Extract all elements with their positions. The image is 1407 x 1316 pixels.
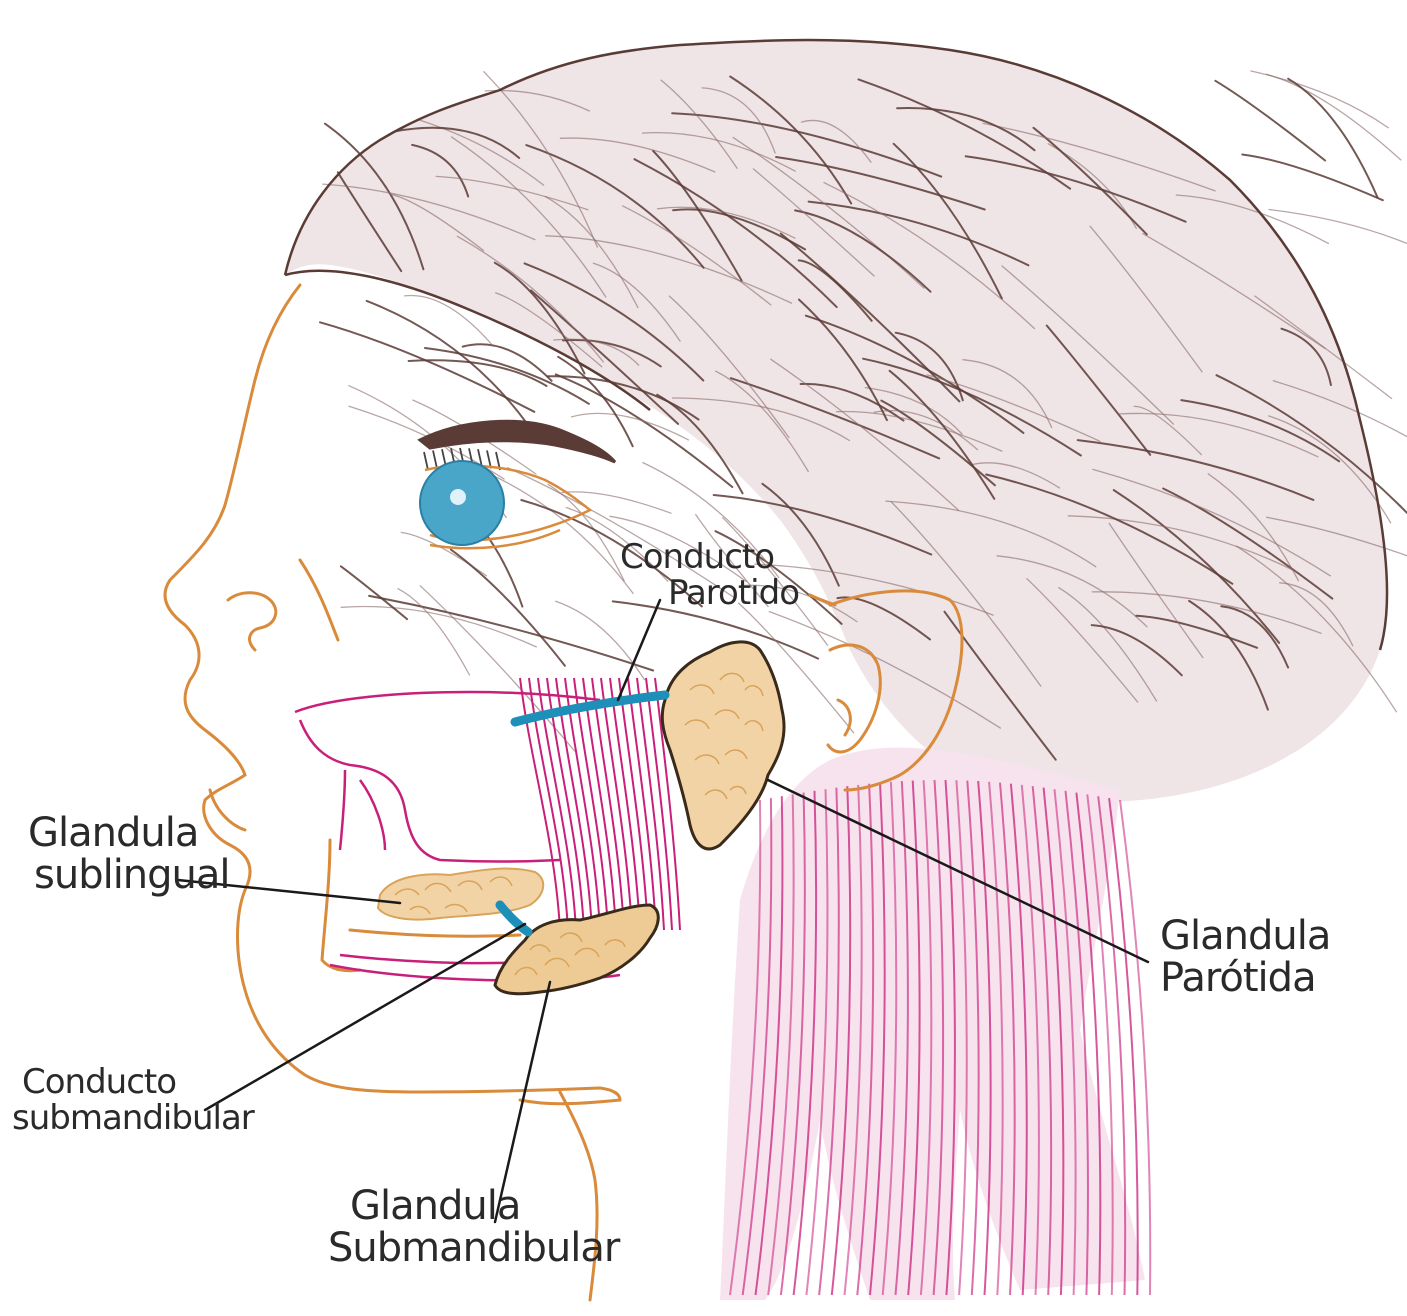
hair-strand [451, 550, 565, 666]
hair-strand [369, 596, 653, 671]
masseter-fiber [565, 678, 600, 930]
hair-strand [398, 589, 470, 675]
palate [300, 720, 560, 862]
label-glandula-parotida: Glandula Parótida [1160, 915, 1330, 999]
label-glandula-submandibular: Glandula Submandibular [340, 1185, 619, 1269]
label-glandula-submandibular-line2: Submandibular [328, 1227, 619, 1269]
tongue-front [340, 770, 345, 850]
neck-muscles [720, 748, 1150, 1300]
label-glandula-parotida-line2: Parótida [1160, 957, 1330, 999]
eyebrow [420, 421, 615, 462]
hair-mass [285, 40, 1387, 802]
nostril [228, 593, 276, 650]
mandible-inner [350, 930, 520, 936]
hair-strand [1266, 74, 1400, 160]
sublingual-gland-body [378, 869, 543, 920]
eyelash [433, 450, 437, 468]
sublingual-gland [378, 869, 543, 920]
label-conducto-submandibular: Conducto submandibular [22, 1065, 254, 1136]
parotid-gland-body [662, 642, 784, 849]
hair-strand [1242, 155, 1383, 201]
hair-strand [341, 566, 407, 619]
parotid-gland [662, 642, 784, 849]
label-glandula-sublingual: Glandula sublingual [28, 812, 230, 896]
profile-line [165, 285, 420, 1092]
label-glandula-parotida-line1: Glandula [1160, 915, 1330, 957]
lower-teeth-line [322, 840, 360, 971]
label-conducto-parotideo-line1: Conducto [620, 540, 799, 576]
submandibular-gland [495, 905, 658, 994]
tongue-fold [360, 780, 385, 850]
label-conducto-parotideo: Conducto Parotido [620, 540, 799, 611]
hair [285, 40, 1407, 802]
masseter-fiber [574, 678, 608, 930]
eye [420, 421, 615, 548]
cheek-line [300, 560, 338, 640]
label-conducto-submandibular-line2: submandibular [12, 1101, 254, 1137]
ear-lobe [838, 700, 850, 735]
label-glandula-sublingual-line2: sublingual [34, 854, 230, 896]
label-conducto-parotideo-line2: Parotido [668, 576, 799, 612]
chin-jaw [420, 1088, 620, 1100]
iris-highlight [450, 489, 466, 505]
submandibular-gland-body [495, 905, 658, 994]
label-conducto-submandibular-line1: Conducto [22, 1065, 254, 1101]
eyelash [424, 452, 428, 470]
throat-line [520, 1100, 620, 1104]
label-glandula-submandibular-line1: Glandula [350, 1185, 619, 1227]
mouth-floor-2 [340, 955, 530, 963]
leader-conducto-parotideo [618, 600, 660, 700]
label-glandula-sublingual-line1: Glandula [28, 812, 230, 854]
